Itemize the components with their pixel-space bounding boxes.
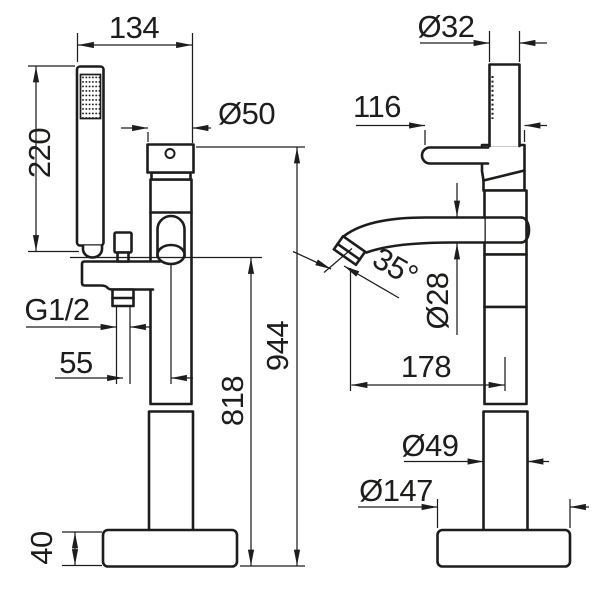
diverter-knob xyxy=(113,231,133,254)
handshower-tip xyxy=(81,245,104,259)
spout-pass-through-cap xyxy=(520,216,531,244)
spout-top-edge xyxy=(342,216,486,238)
dim-d32-label: Ø32 xyxy=(417,9,474,44)
side-view xyxy=(332,63,572,568)
front-riser-tube xyxy=(147,410,195,534)
dim-55-label: 55 xyxy=(59,345,92,380)
dim-d49-label: Ø49 xyxy=(401,428,458,463)
mixer-lever xyxy=(420,146,490,165)
dim-178-label: 178 xyxy=(401,349,451,384)
dim-d28-label: Ø28 xyxy=(420,272,455,329)
side-column-upper xyxy=(483,189,528,256)
side-base-plate xyxy=(436,528,572,568)
side-valve-body-slant xyxy=(482,169,526,182)
front-dimensions: 134 220 Ø50 G1/2 55 818 944 40 xyxy=(22,10,305,567)
dim-40-label: 40 xyxy=(24,531,59,565)
side-dimensions: Ø32 116 35° Ø28 178 Ø49 Ø147 xyxy=(292,9,589,528)
handshower-spray-face xyxy=(79,73,102,120)
bracket-arm xyxy=(80,260,162,291)
side-valve-body xyxy=(480,143,526,192)
dim-116-label: 116 xyxy=(353,89,401,124)
side-riser-tube xyxy=(482,410,529,533)
dim-818-label: 818 xyxy=(215,376,250,426)
side-handshower xyxy=(488,63,521,148)
side-column-mid xyxy=(483,253,528,309)
dim-134-label: 134 xyxy=(109,10,159,45)
front-view xyxy=(75,65,239,568)
dim-220-label: 220 xyxy=(22,128,57,178)
dim-g12-label: G1/2 xyxy=(24,292,89,327)
front-base-plate xyxy=(101,528,239,568)
dim-d147-label: Ø147 xyxy=(359,473,433,508)
dim-944-label: 944 xyxy=(260,321,295,371)
bracket-arm-fill xyxy=(82,261,160,290)
dim-d50-label: Ø50 xyxy=(218,96,275,131)
cap-logo-circle xyxy=(164,148,176,159)
front-spout-outlet xyxy=(156,243,186,266)
spout-bottom-edge xyxy=(365,241,486,254)
